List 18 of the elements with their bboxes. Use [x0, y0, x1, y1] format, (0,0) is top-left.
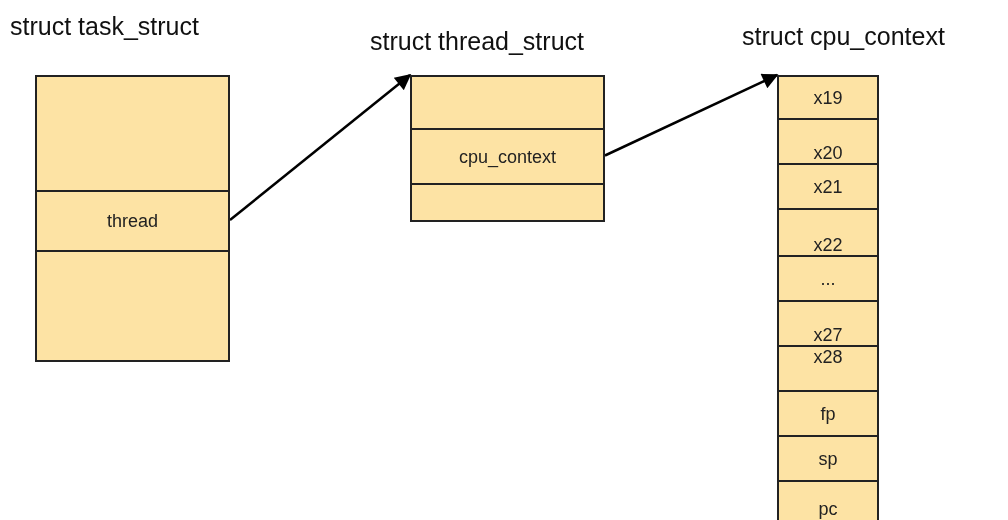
- struct-title: struct thread_struct: [370, 27, 584, 56]
- field-name: fp: [820, 403, 836, 424]
- field-name: x21: [813, 176, 843, 197]
- field-name: thread: [106, 211, 158, 231]
- field-name: x22: [813, 235, 843, 255]
- field-name: cpu_context: [458, 146, 557, 167]
- field-name: x27: [813, 325, 843, 345]
- field-name: x28: [813, 347, 843, 367]
- field-name: pc: [818, 498, 838, 519]
- arrow: [229, 74, 412, 221]
- arrow: [604, 73, 779, 157]
- field-cell: [779, 480, 877, 520]
- field-name: ...: [820, 268, 836, 289]
- field-name: x19: [813, 87, 843, 108]
- field-name: x20: [813, 143, 843, 163]
- field-name: sp: [818, 448, 838, 469]
- struct-title: struct cpu_context: [742, 22, 945, 51]
- struct-title: struct task_struct: [10, 12, 199, 41]
